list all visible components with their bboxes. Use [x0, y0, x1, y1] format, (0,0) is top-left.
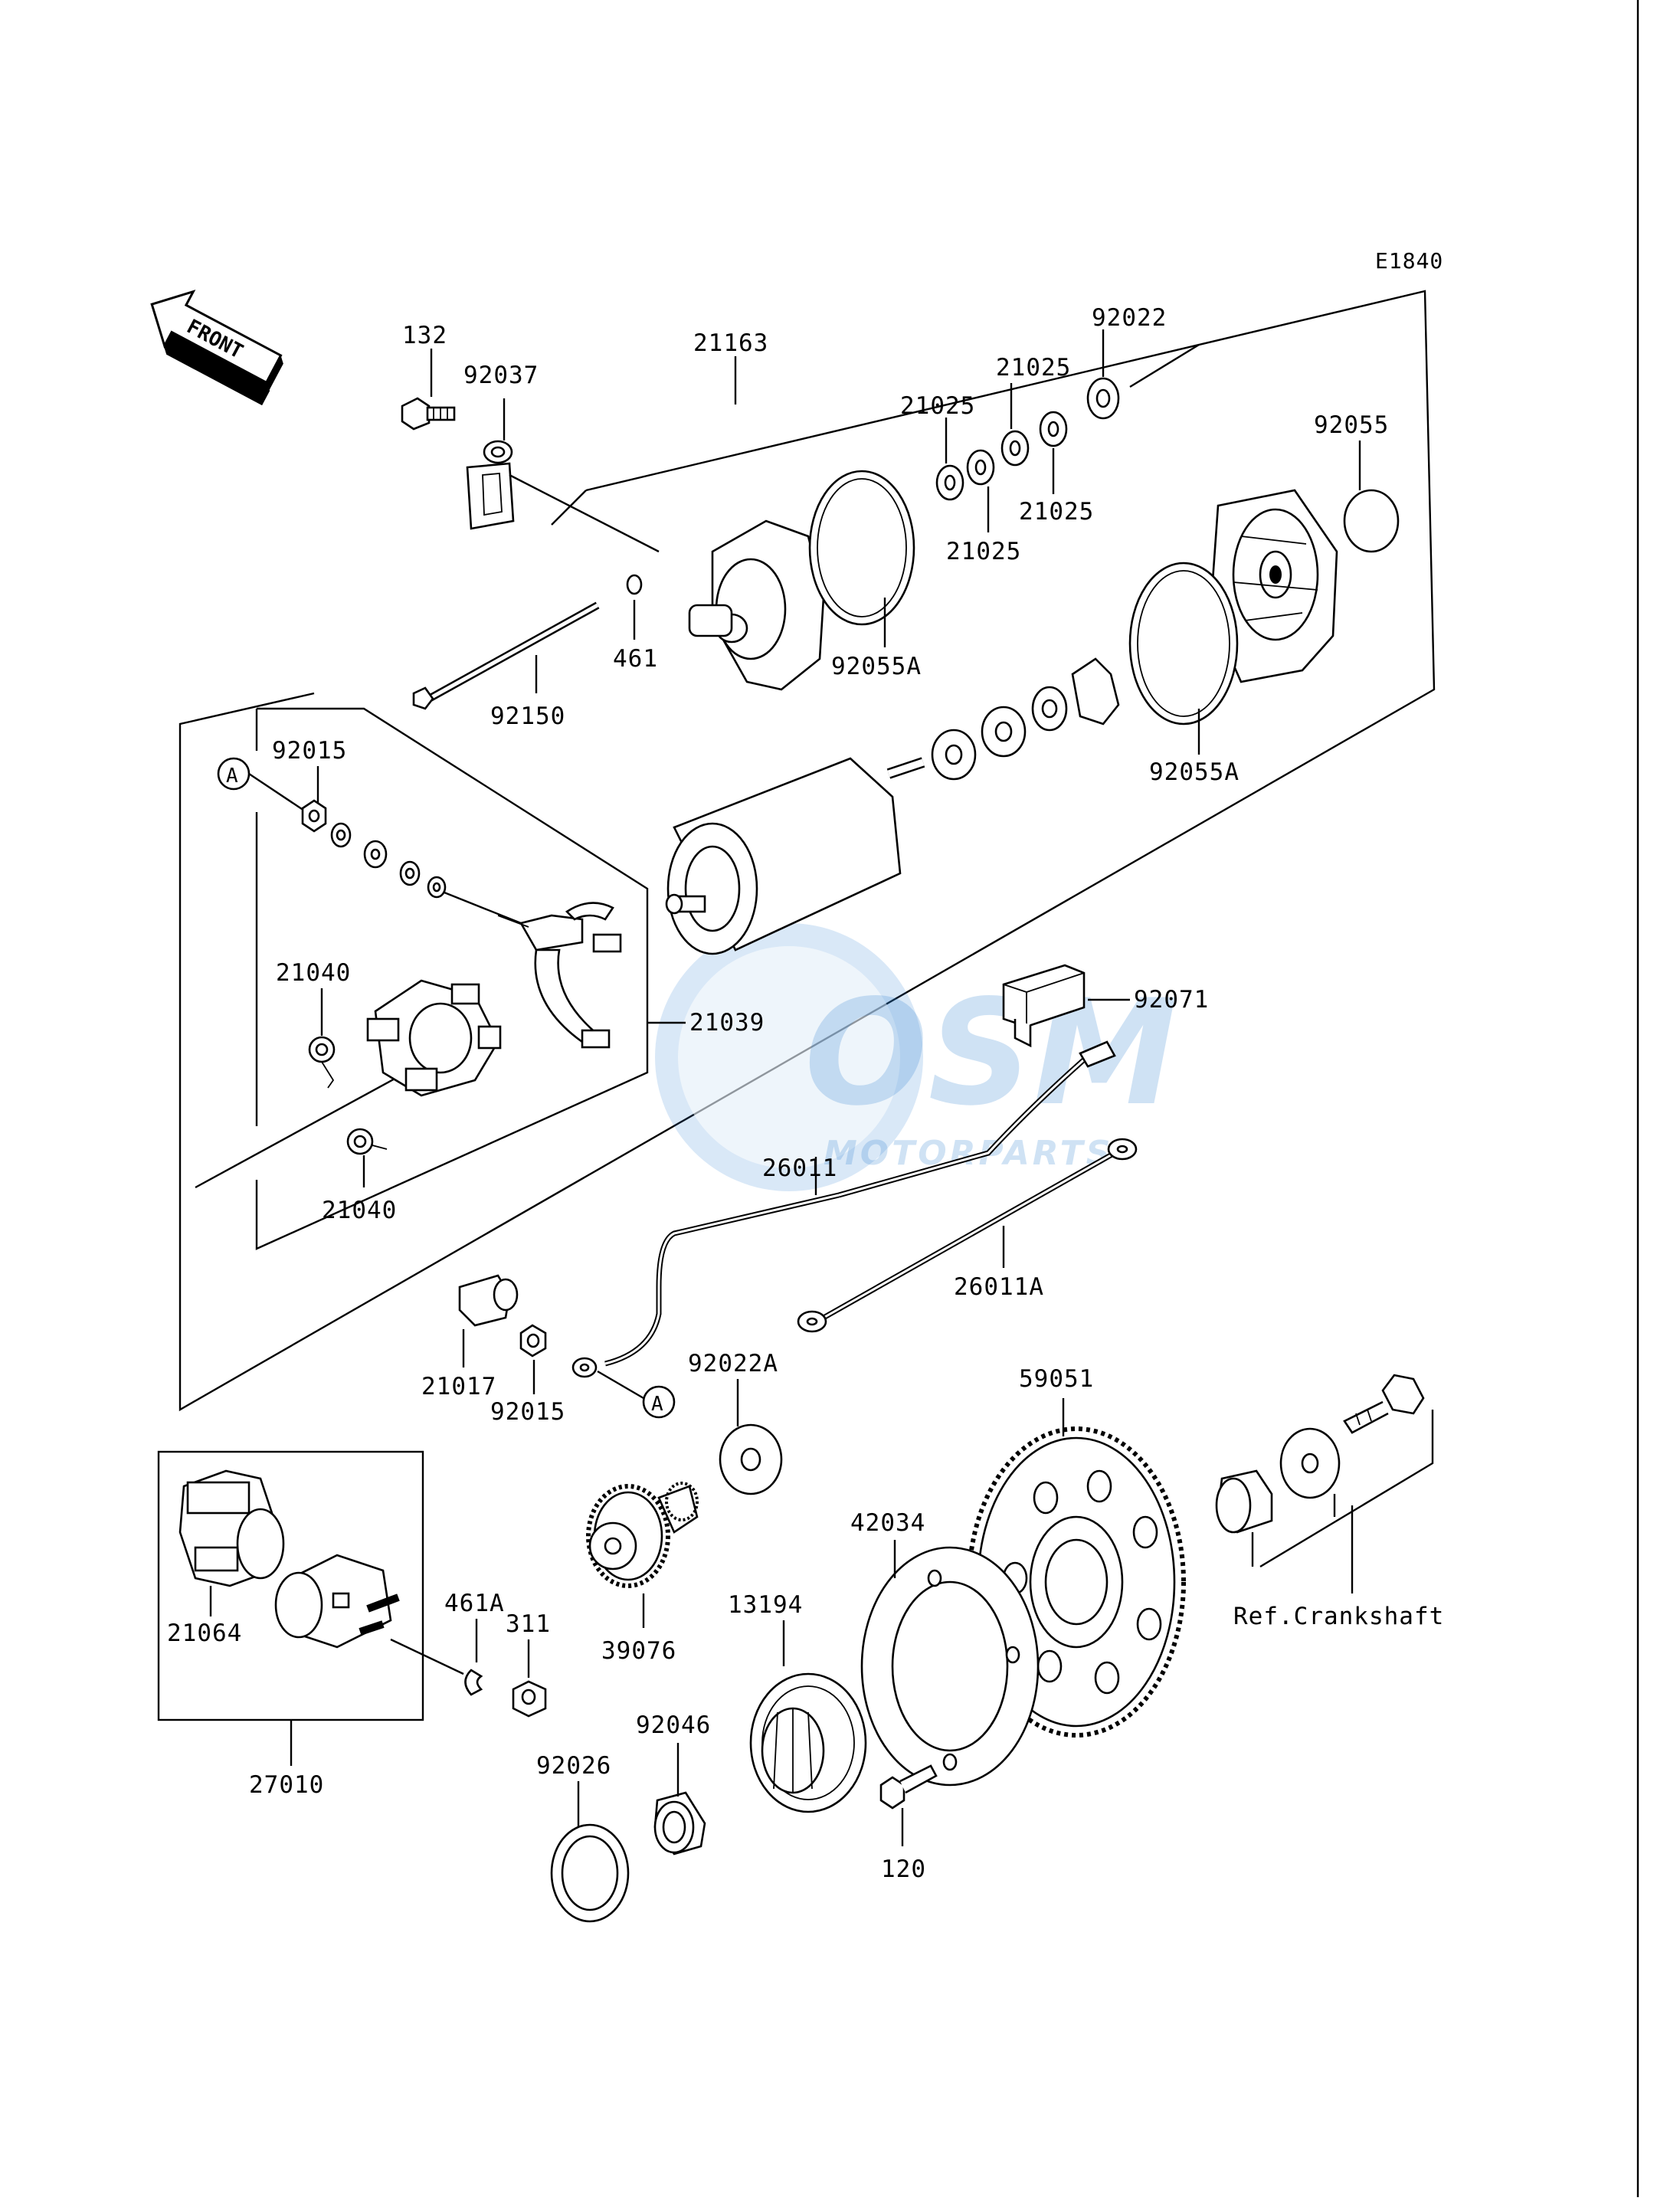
label-92055A-upper: 92055A [831, 653, 922, 680]
label-132: 132 [402, 322, 447, 349]
relay-27010 [274, 1554, 400, 1649]
label-39076: 39076 [601, 1637, 676, 1665]
label-92022A: 92022A [688, 1350, 778, 1377]
label-92071: 92071 [1134, 986, 1209, 1014]
crank-washer [1279, 1427, 1341, 1499]
boot-21017 [458, 1274, 519, 1327]
label-92022: 92022 [1092, 304, 1167, 332]
label-461A: 461A [444, 1590, 505, 1617]
cable-26011A [797, 1138, 1138, 1333]
watermark-brand: OSM [804, 968, 1177, 1138]
label-21025-d: 21025 [946, 538, 1021, 565]
washer-92026 [550, 1823, 630, 1923]
clutch-housing-42034 [860, 1546, 1040, 1787]
label-120: 120 [881, 1855, 926, 1883]
brush-plate-21039 [497, 902, 622, 1049]
label-461: 461 [613, 645, 658, 673]
oring-92055A-lower [1128, 562, 1239, 725]
label-21163: 21163 [693, 329, 768, 357]
label-21025-c: 21025 [1019, 498, 1094, 526]
nut-92015-lower [519, 1324, 547, 1358]
diagram-code: E1840 [1375, 248, 1443, 273]
shim-washers [931, 657, 1120, 781]
washer-461 [626, 574, 643, 595]
callout-a-lower [642, 1385, 676, 1419]
oring-92055A-upper [808, 470, 915, 626]
label-311: 311 [506, 1610, 551, 1638]
label-92150: 92150 [490, 703, 565, 730]
front-arrow-icon: FRONT [150, 290, 283, 406]
ref-crankshaft-label: Ref.Crankshaft [1233, 1603, 1444, 1630]
label-92015-top: 92015 [272, 737, 347, 765]
label-92026: 92026 [536, 1752, 611, 1780]
callout-a-lower-letter: A [651, 1393, 664, 1416]
washer-92022 [1086, 377, 1120, 420]
through-bolt-92150 [412, 601, 600, 710]
bolt-132 [401, 397, 456, 431]
washer-92022A [719, 1423, 783, 1495]
label-92046: 92046 [636, 1711, 711, 1739]
relay-cover-21064 [178, 1469, 285, 1587]
oring-92055 [1343, 489, 1400, 553]
rear-cover [688, 519, 825, 691]
starter-motor-yoke [665, 757, 925, 955]
label-21025-b: 21025 [996, 354, 1071, 382]
terminal-cap-92071 [1002, 964, 1086, 1048]
label-92037: 92037 [463, 362, 539, 389]
callout-a-top-letter: A [226, 765, 239, 788]
clamp-92037 [466, 440, 515, 530]
label-92055A-lower: 92055A [1149, 758, 1240, 786]
label-42034: 42034 [850, 1509, 925, 1537]
label-21039: 21039 [689, 1009, 765, 1037]
nut-311 [512, 1680, 547, 1718]
crank-bolt [1343, 1374, 1425, 1434]
label-21064: 21064 [167, 1620, 242, 1647]
label-59051: 59051 [1019, 1365, 1094, 1393]
label-13194: 13194 [728, 1591, 803, 1619]
terminal-hardware-92015 [301, 799, 447, 899]
cable-26011 [571, 1040, 1116, 1378]
oneway-clutch-13194 [749, 1672, 867, 1813]
watermark-subtext: MOTORPARTS [824, 1134, 1113, 1173]
label-21017: 21017 [421, 1373, 496, 1400]
label-21040-bottom: 21040 [322, 1197, 397, 1224]
crank-collar [1215, 1469, 1273, 1534]
label-21040-top: 21040 [276, 959, 351, 987]
spring-21040-a [308, 1036, 336, 1089]
label-92015-lower: 92015 [490, 1398, 565, 1426]
washers-21025 [935, 411, 1068, 501]
label-26011: 26011 [762, 1155, 837, 1182]
washer-461A [464, 1669, 483, 1696]
bolt-120 [879, 1764, 938, 1810]
label-27010: 27010 [249, 1771, 324, 1799]
label-21025-a: 21025 [900, 392, 975, 420]
brush-holder-boundary [255, 707, 649, 1250]
needle-bearing-92046 [653, 1791, 706, 1855]
label-92055: 92055 [1314, 411, 1389, 439]
spring-21040-b [346, 1128, 388, 1155]
label-26011A: 26011A [954, 1273, 1044, 1301]
brush-holder [366, 979, 502, 1097]
idle-gear-39076 [586, 1482, 699, 1588]
watermark-logo: OSM MOTORPARTS [655, 923, 1177, 1191]
